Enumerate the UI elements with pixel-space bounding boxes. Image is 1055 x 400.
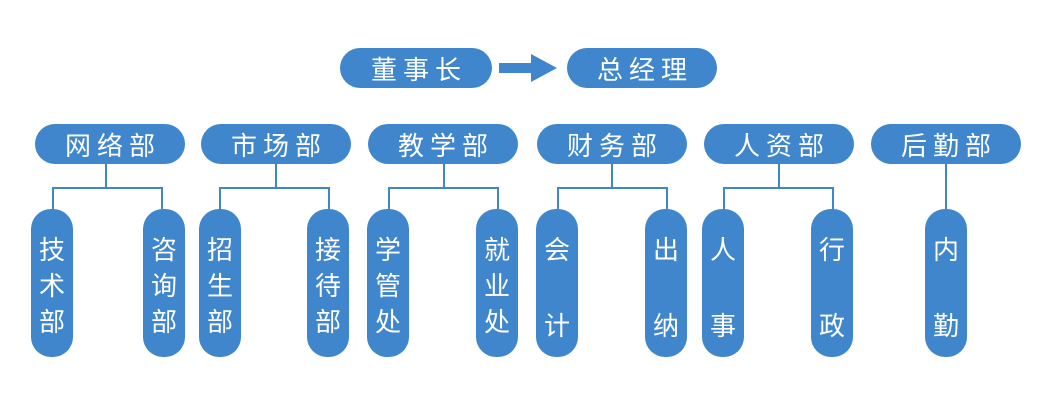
connector-line [497, 187, 499, 209]
unit-char: 部 [38, 308, 65, 338]
connector-line [52, 187, 54, 209]
unit-char: 政 [818, 312, 845, 342]
unit-char: 技 [38, 236, 65, 266]
unit-char: 术 [38, 272, 65, 302]
unit-box: 行 政 [811, 209, 853, 357]
connector-line [161, 187, 163, 209]
department-box: 财务部 [537, 124, 687, 164]
unit-char: 生 [206, 272, 233, 302]
department-box: 后勤部 [871, 124, 1021, 164]
connector-line [666, 187, 668, 209]
connector-line [52, 187, 163, 189]
department-label: 财务部 [566, 131, 663, 162]
unit-char: 管 [374, 272, 401, 302]
unit-char: 学 [374, 236, 401, 266]
unit-char: 咨 [150, 236, 177, 266]
unit-char: 行 [818, 236, 845, 266]
unit-box: 招 生 部 [199, 209, 241, 357]
unit-char: 勤 [932, 312, 959, 342]
connector-line [723, 187, 725, 209]
connector-line [219, 187, 221, 209]
unit-char: 接 [314, 236, 341, 266]
unit-box: 学 管 处 [367, 209, 409, 357]
department-label: 人资部 [733, 131, 830, 162]
unit-box: 技 术 部 [31, 209, 73, 357]
unit-char: 处 [374, 308, 401, 338]
department-label: 市场部 [230, 131, 327, 162]
unit-box: 人 事 [702, 209, 744, 357]
unit-char: 处 [483, 308, 510, 338]
connector-line [832, 187, 834, 209]
general-manager-box: 总经理 [567, 48, 717, 88]
unit-char: 询 [150, 272, 177, 302]
connector-line [945, 164, 947, 209]
unit-char: 纳 [652, 312, 679, 342]
connector-line [557, 187, 668, 189]
connector-line [388, 187, 390, 209]
unit-char: 计 [543, 312, 570, 342]
connector-line [388, 187, 499, 189]
department-box: 人资部 [704, 124, 854, 164]
unit-box: 出 纳 [645, 209, 687, 357]
connector-line [611, 164, 613, 188]
general-manager-label: 总经理 [596, 55, 693, 86]
unit-char: 业 [483, 272, 510, 302]
connector-line [219, 187, 330, 189]
unit-char: 会 [543, 236, 570, 266]
connector-line [557, 187, 559, 209]
department-label: 教学部 [397, 131, 494, 162]
unit-char: 招 [206, 236, 233, 266]
department-box: 市场部 [201, 124, 351, 164]
unit-box: 内 勤 [925, 209, 967, 357]
department-label: 后勤部 [900, 131, 997, 162]
unit-char: 待 [314, 272, 341, 302]
connector-line [443, 164, 445, 188]
connector-line [723, 187, 834, 189]
unit-box: 会 计 [536, 209, 578, 357]
connector-line [328, 187, 330, 209]
unit-char: 部 [150, 308, 177, 338]
chairman-label: 董事长 [370, 55, 467, 86]
chairman-box: 董事长 [340, 48, 492, 88]
unit-char: 部 [206, 308, 233, 338]
connector-line [778, 164, 780, 188]
unit-char: 事 [709, 312, 736, 342]
department-box: 网络部 [35, 124, 185, 164]
unit-char: 就 [483, 236, 510, 266]
arrow-right-icon [499, 54, 557, 82]
unit-char: 出 [652, 236, 679, 266]
connector-line [275, 164, 277, 188]
unit-char: 部 [314, 308, 341, 338]
connector-line [105, 164, 107, 188]
unit-box: 就 业 处 [476, 209, 518, 357]
unit-char: 人 [709, 236, 736, 266]
unit-box: 接 待 部 [307, 209, 349, 357]
unit-char: 内 [932, 236, 959, 266]
department-box: 教学部 [368, 124, 518, 164]
unit-box: 咨 询 部 [143, 209, 185, 357]
department-label: 网络部 [64, 131, 161, 162]
